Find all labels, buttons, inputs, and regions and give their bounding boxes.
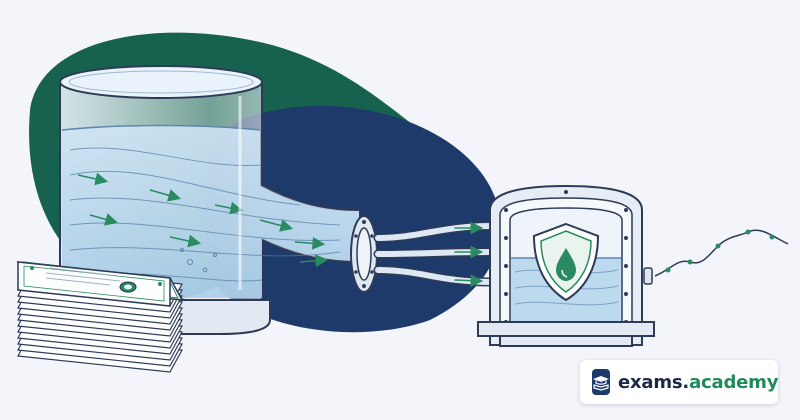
brand-name-part1: exams. [618,371,690,393]
connecting-pipes [373,221,497,288]
pipe-flange [350,215,378,293]
secure-vault [477,184,655,347]
shield-droplet-icon [532,222,600,302]
brand-name: exams.academy [618,372,778,393]
brand-badge[interactable]: exams.academy [580,360,778,404]
document-stack [16,261,184,373]
brand-name-part2: academy [689,371,779,393]
growth-trend-line [654,229,789,277]
graduation-cap-book-icon [592,369,610,395]
